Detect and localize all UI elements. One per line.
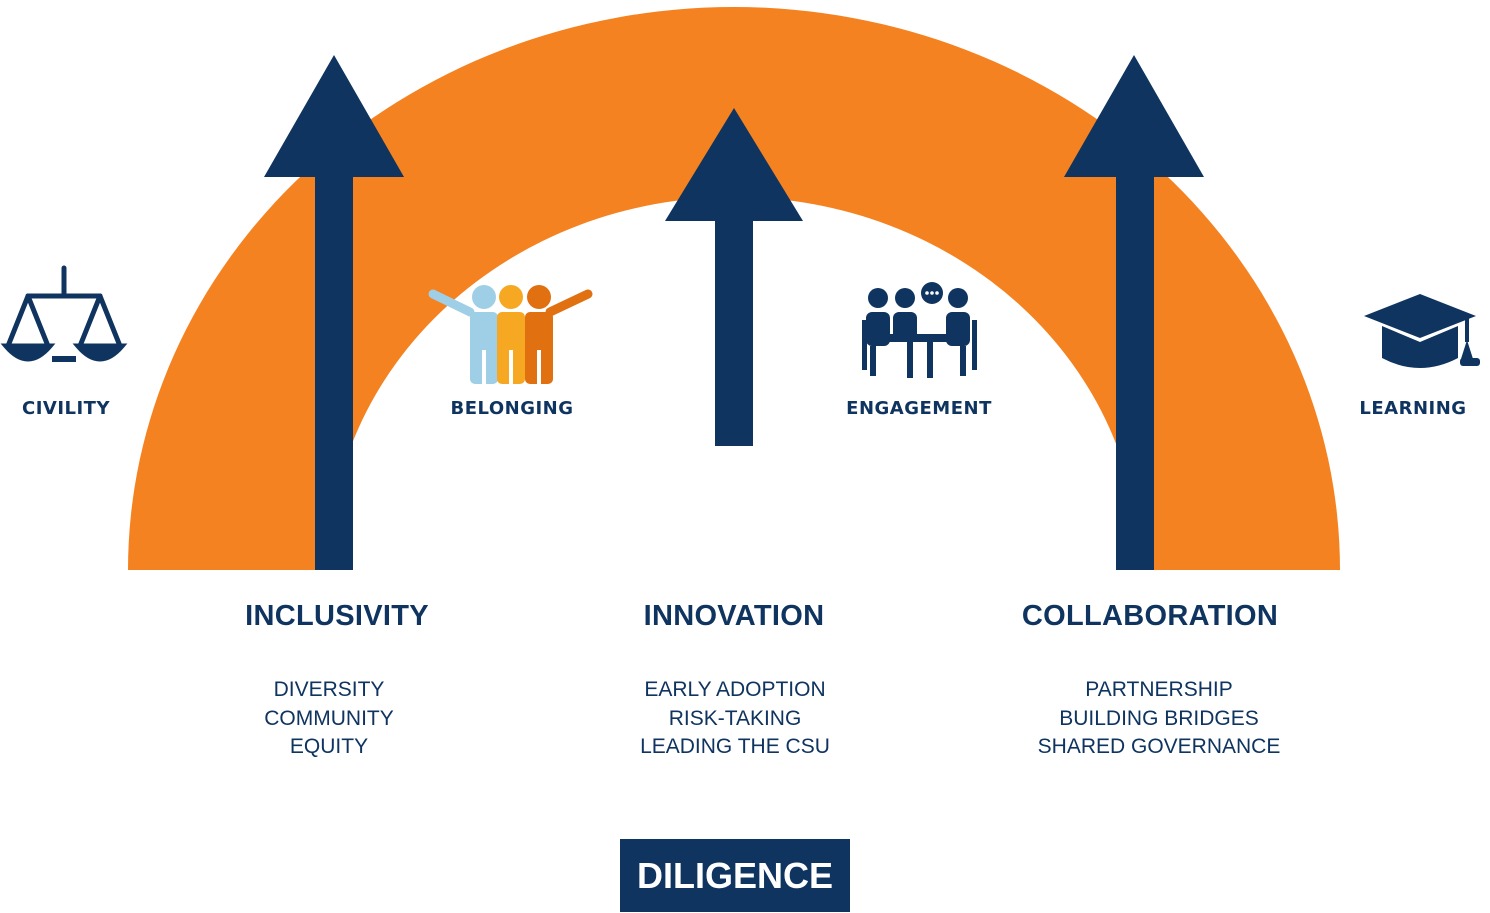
diligence-box: DILIGENCE — [620, 839, 850, 912]
list-item: SHARED GOVERNANCE — [1037, 735, 1281, 758]
inclusivity-items: DIVERSITY COMMUNITY EQUITY — [149, 676, 509, 762]
arch — [128, 7, 1340, 570]
graduation-cap-icon — [1364, 294, 1480, 368]
list-item: PARTNERSHIP — [1085, 678, 1233, 701]
list-item: COMMUNITY — [264, 706, 394, 730]
group-of-people-icon — [428, 285, 593, 384]
innovation-arrow — [665, 108, 803, 446]
innovation-title: INNOVATION — [643, 600, 825, 632]
meeting-table-icon — [862, 282, 977, 378]
civility-label: CIVILITY — [21, 398, 110, 419]
list-item: LEADING THE CSU — [640, 735, 830, 758]
scales-icon — [0, 265, 128, 362]
collaboration-items: PARTNERSHIP BUILDING BRIDGES SHARED GOVE… — [979, 676, 1339, 762]
list-item: RISK-TAKING — [668, 706, 802, 730]
collaboration-title: COLLABORATION — [1021, 600, 1279, 632]
belonging-label: BELONGING — [450, 398, 574, 419]
list-item: BUILDING BRIDGES — [1059, 706, 1259, 730]
list-item: EQUITY — [289, 735, 369, 758]
inclusivity-arrow — [264, 55, 404, 570]
list-item: DIVERSITY — [273, 678, 385, 701]
engagement-label: ENGAGEMENT — [846, 398, 992, 419]
list-item: EARLY ADOPTION — [644, 678, 826, 701]
collaboration-arrow — [1064, 55, 1204, 570]
diligence-label: DILIGENCE — [636, 854, 833, 896]
inclusivity-title: INCLUSIVITY — [245, 600, 429, 632]
learning-label: LEARNING — [1359, 398, 1467, 419]
innovation-items: EARLY ADOPTION RISK-TAKING LEADING THE C… — [555, 676, 915, 762]
